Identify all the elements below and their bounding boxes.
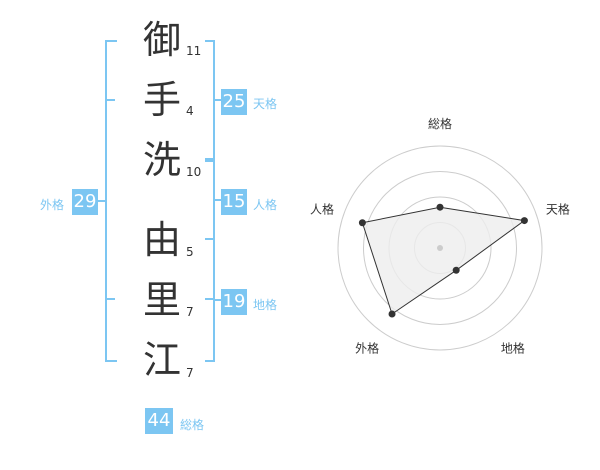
radar-point-2	[520, 217, 528, 225]
jinkaku-connector	[213, 199, 221, 201]
name-char-2: 手	[142, 78, 181, 122]
gaikaku-badge: 29	[72, 189, 98, 215]
tenkaku-bracket	[205, 40, 215, 162]
soukaku-badge: 44	[145, 408, 173, 434]
tenkaku-badge: 25	[221, 89, 247, 115]
stroke-count-1: 11	[186, 44, 202, 58]
tenkaku-label: 天格	[253, 97, 278, 111]
radar-point-5	[358, 219, 366, 227]
stroke-count-3: 10	[186, 165, 202, 179]
chikaku-label: 地格	[253, 298, 278, 312]
radar-axis-label-1: 総格	[428, 116, 452, 131]
name-char-4: 由	[142, 218, 181, 262]
chikaku-badge: 19	[221, 289, 247, 315]
radar-axis-label-2: 天格	[546, 202, 570, 217]
gaikaku-tick	[106, 99, 115, 101]
stroke-count-4: 5	[186, 245, 194, 259]
radar-axis-label-3: 地格	[501, 340, 525, 355]
gaikaku-label: 外格	[40, 198, 65, 212]
radar-center-dot	[437, 245, 443, 251]
name-char-1: 御	[142, 18, 181, 62]
tenkaku-connector	[213, 99, 221, 101]
radar-data-polygon	[361, 206, 526, 315]
stroke-count-6: 7	[186, 366, 194, 380]
radar-grid-ring	[363, 171, 517, 325]
radar-axis-label-4: 外格	[355, 340, 379, 355]
soukaku-label: 総格	[180, 418, 205, 432]
name-char-5: 里	[142, 278, 181, 322]
radar-point-1	[436, 203, 444, 211]
radar-point-3	[452, 266, 460, 274]
gaikaku-connector	[98, 200, 106, 202]
chikaku-connector	[213, 299, 221, 301]
name-char-3: 洗	[142, 138, 181, 182]
gaikaku-bracket	[105, 40, 117, 362]
stroke-count-2: 4	[186, 104, 194, 118]
jinkaku-badge: 15	[221, 189, 247, 215]
stroke-count-5: 7	[186, 305, 194, 319]
radar-axis-label-5: 人格	[310, 202, 334, 217]
radar-point-4	[388, 310, 396, 318]
chikaku-tick	[205, 298, 213, 300]
jinkaku-label: 人格	[253, 198, 278, 212]
gaikaku-tick	[106, 298, 115, 300]
name-char-6: 江	[142, 338, 181, 382]
radar-grid-ring	[337, 145, 543, 351]
